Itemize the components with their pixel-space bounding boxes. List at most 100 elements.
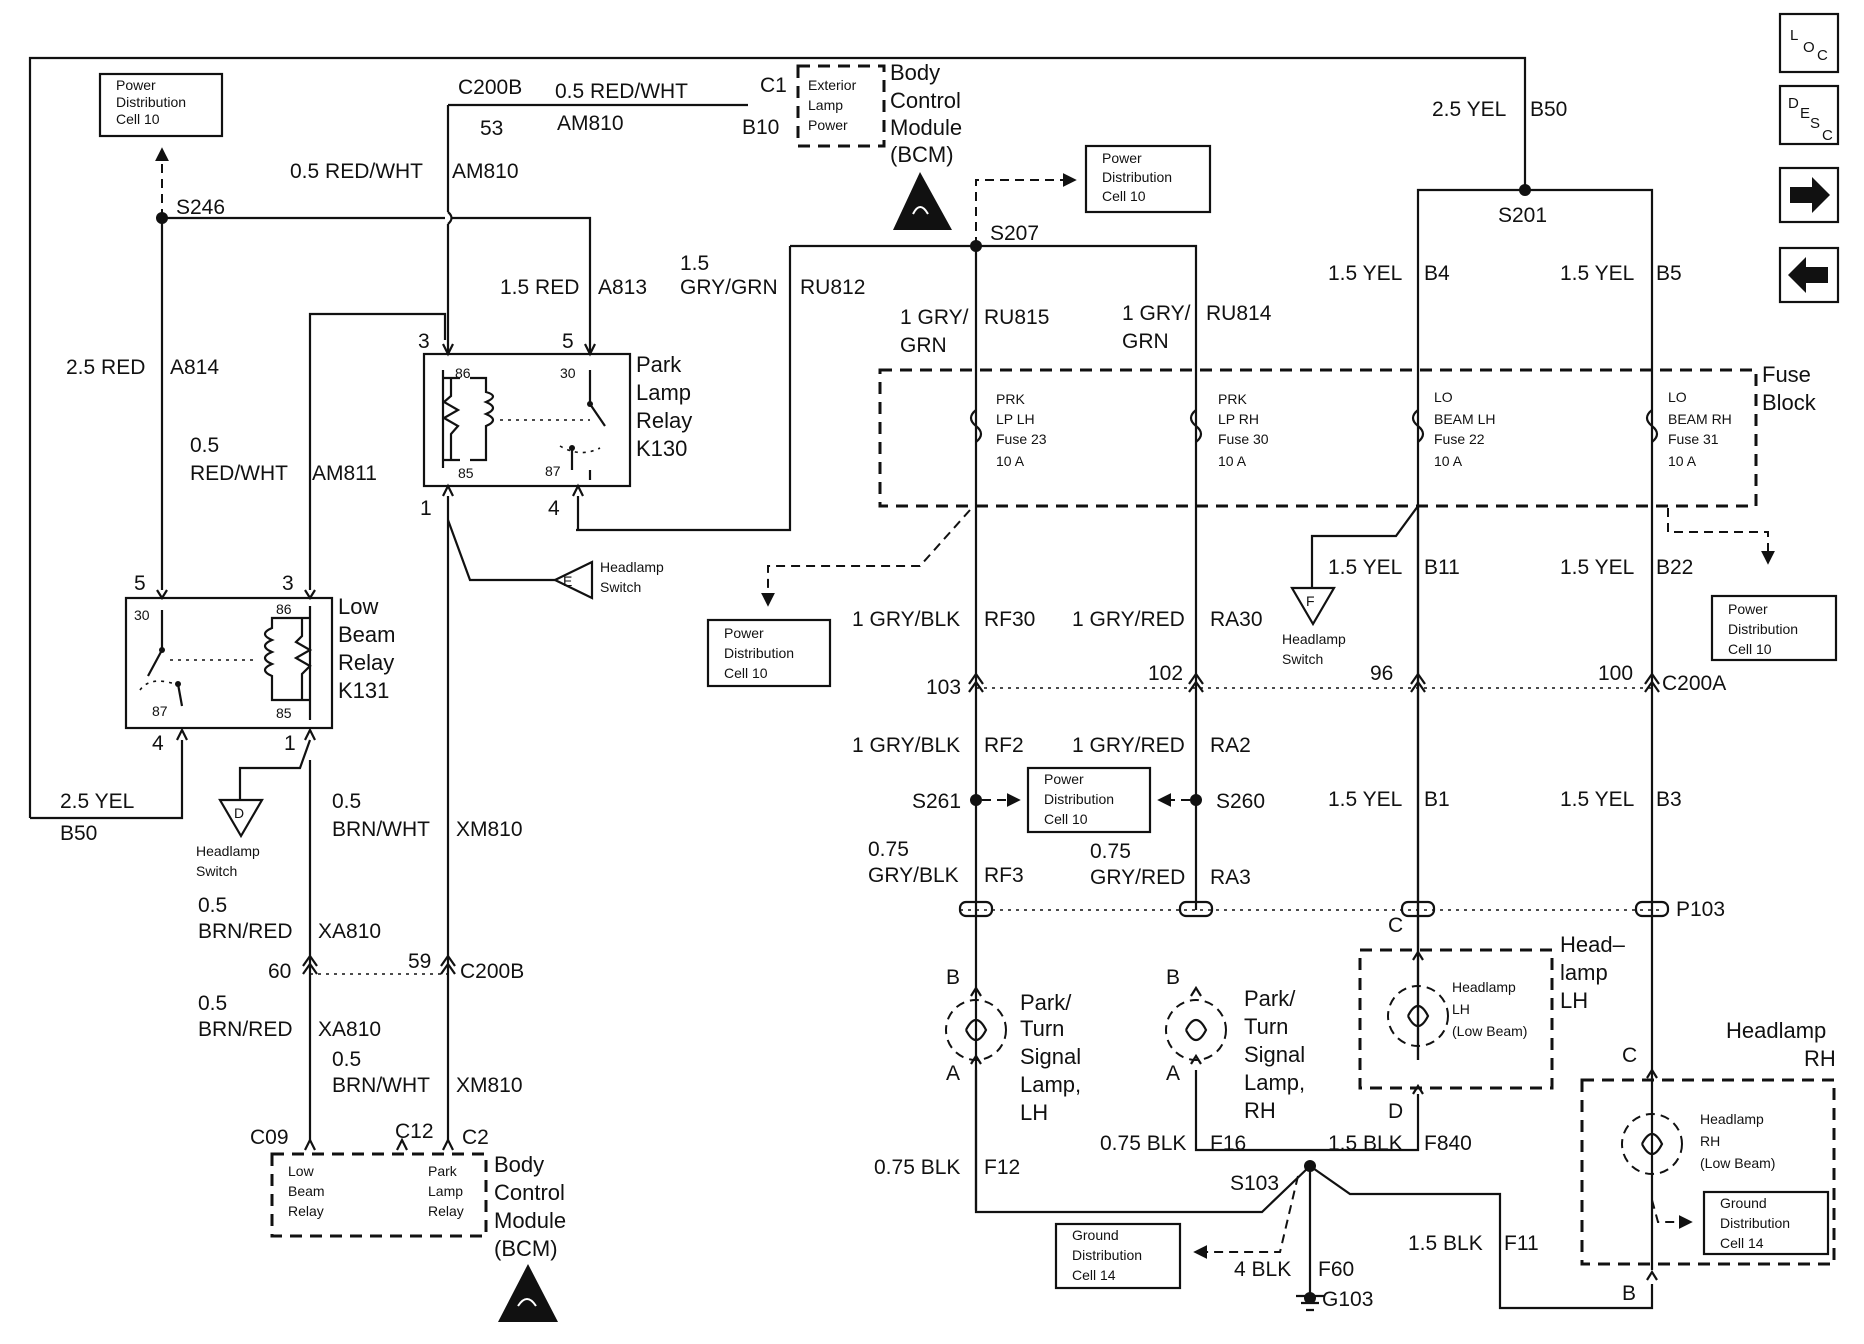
loc-l: L — [1790, 27, 1798, 44]
diagram-text: Cell 14 — [1072, 1267, 1116, 1283]
diagram-text: Headlamp — [1700, 1111, 1764, 1127]
desc-e: E — [1800, 105, 1810, 122]
diagram-text: Distribution — [724, 645, 794, 661]
desc-button[interactable]: D E S C — [1778, 84, 1840, 146]
label-yel-15-b22: 1.5 YEL — [1560, 556, 1634, 579]
label-xa810-b: XA810 — [318, 1018, 381, 1041]
diagram-text: PRK — [1218, 391, 1247, 407]
loc-c: C — [1817, 47, 1828, 64]
label-gry-grn-1a: 1 GRY/ — [900, 306, 969, 329]
diagram-text: Fuse — [1762, 362, 1811, 387]
esd-warning-icon — [893, 172, 952, 230]
prev-button[interactable] — [1778, 246, 1840, 304]
diagram-text: Ground — [1720, 1195, 1767, 1211]
label-f60: F60 — [1318, 1258, 1354, 1281]
label-ru814: RU814 — [1206, 302, 1272, 325]
label-s261: S261 — [912, 790, 961, 813]
label-s260: S260 — [1216, 790, 1265, 813]
label-yel-25-top: 2.5 YEL — [1432, 98, 1506, 121]
right-arrow-icon — [1790, 177, 1830, 213]
label-red-15: 1.5 RED — [500, 276, 579, 299]
diagram-text: Ground — [1072, 1227, 1119, 1243]
power-distribution-box-2: Power Distribution Cell 10 — [1084, 144, 1212, 214]
label-ra3: RA3 — [1210, 866, 1251, 889]
diagram-text: 85 — [458, 465, 474, 481]
diagram-text: 30 — [560, 365, 576, 381]
label-ra30: RA30 — [1210, 608, 1263, 631]
next-button[interactable] — [1778, 166, 1840, 224]
diagram-text: E — [563, 573, 572, 589]
label-a813: A813 — [598, 276, 647, 299]
label-s103: S103 — [1230, 1172, 1279, 1195]
diagram-text: 10 A — [1218, 453, 1247, 469]
diagram-text: Turn — [1020, 1016, 1064, 1041]
label-blk-075-f16: 0.75 BLK — [1100, 1132, 1186, 1155]
diagram-text: Headlamp — [196, 843, 260, 859]
label-red-25: 2.5 RED — [66, 356, 145, 379]
diagram-text: Cell 10 — [1102, 188, 1146, 204]
diagram-text: Distribution — [1102, 169, 1172, 185]
diagram-text: B — [1166, 966, 1180, 989]
label-red-wht-05b: RED/WHT — [190, 462, 288, 485]
desc-c: C — [1822, 127, 1833, 144]
label-blk-4: 4 BLK — [1234, 1258, 1291, 1281]
loc-o: O — [1803, 39, 1815, 56]
diagram-text: 4 — [548, 497, 560, 520]
park-lamp-relay-k130: 3 5 86 85 30 87 Park Lamp Relay K130 1 4 — [418, 330, 692, 520]
diagram-text: BEAM LH — [1434, 411, 1495, 427]
diagram-text: Cell 10 — [724, 665, 768, 681]
label-f11: F11 — [1504, 1232, 1539, 1255]
label-yel-15-b3: 1.5 YEL — [1560, 788, 1634, 811]
label-gry-blk-rf30: 1 GRY/BLK — [852, 608, 960, 631]
diagram-text: PRK — [996, 391, 1025, 407]
diagram-text: A — [1166, 1062, 1180, 1085]
diagram-text: Power — [1728, 601, 1768, 617]
diagram-text: A — [946, 1062, 960, 1085]
label-b1: B1 — [1424, 788, 1450, 811]
diagram-text: Module — [494, 1208, 566, 1233]
loc-button[interactable]: L O C — [1778, 12, 1840, 74]
label-ru815: RU815 — [984, 306, 1049, 329]
diagram-text: Distribution — [1072, 1247, 1142, 1263]
diagram-text: RH — [1244, 1098, 1276, 1123]
diagram-text: 10 A — [996, 453, 1025, 469]
label-pin-59: 59 — [408, 950, 431, 973]
label-g075d: GRY/RED — [1090, 866, 1185, 889]
diagram-text: Fuse 22 — [1434, 431, 1485, 447]
diagram-text: (Low Beam) — [1700, 1155, 1775, 1171]
diagram-text: LO — [1668, 389, 1687, 405]
diagram-text: Distribution — [1044, 791, 1114, 807]
power-distribution-box-5: Power Distribution Cell 10 — [1026, 766, 1152, 834]
label-s201: S201 — [1498, 204, 1547, 227]
diagram-text: 3 — [282, 572, 294, 595]
label-yel-15-b4: 1.5 YEL — [1328, 262, 1402, 285]
label-ra2: RA2 — [1210, 734, 1251, 757]
label-g075c: 0.75 — [1090, 840, 1131, 863]
diagram-text: Headlamp — [1452, 979, 1516, 995]
diagram-text: 3 — [418, 330, 430, 353]
label-brn-wht-05b: BRN/WHT — [332, 818, 430, 841]
label-b4: B4 — [1424, 262, 1450, 285]
diagram-text: Lamp — [808, 97, 843, 113]
label-pin-103: 103 — [926, 676, 961, 699]
diagram-text: Beam — [338, 622, 395, 647]
label-f12: F12 — [984, 1156, 1020, 1179]
splice-s260 — [1190, 794, 1202, 806]
diagram-text: LP LH — [996, 411, 1035, 427]
diagram-text: Power — [724, 625, 764, 641]
label-gry-grn-15: 1.5 — [680, 252, 709, 275]
diagram-text: C — [1388, 914, 1403, 937]
diagram-text: B10 — [742, 116, 779, 139]
diagram-text: Relay — [636, 408, 692, 433]
diagram-text: C2 — [462, 1126, 489, 1149]
diagram-text: 87 — [152, 703, 168, 719]
diagram-text: 1 — [284, 732, 296, 755]
label-a814: A814 — [170, 356, 219, 379]
label-ru812: RU812 — [800, 276, 865, 299]
diagram-text: LH — [1020, 1100, 1048, 1125]
diagram-text: B — [1622, 1282, 1636, 1305]
label-rf3: RF3 — [984, 864, 1024, 887]
headlamp-rh: Headlamp RH C Headlamp RH (Low Beam) B — [1580, 1018, 1836, 1305]
diagram-text: Park/ — [1020, 990, 1072, 1015]
